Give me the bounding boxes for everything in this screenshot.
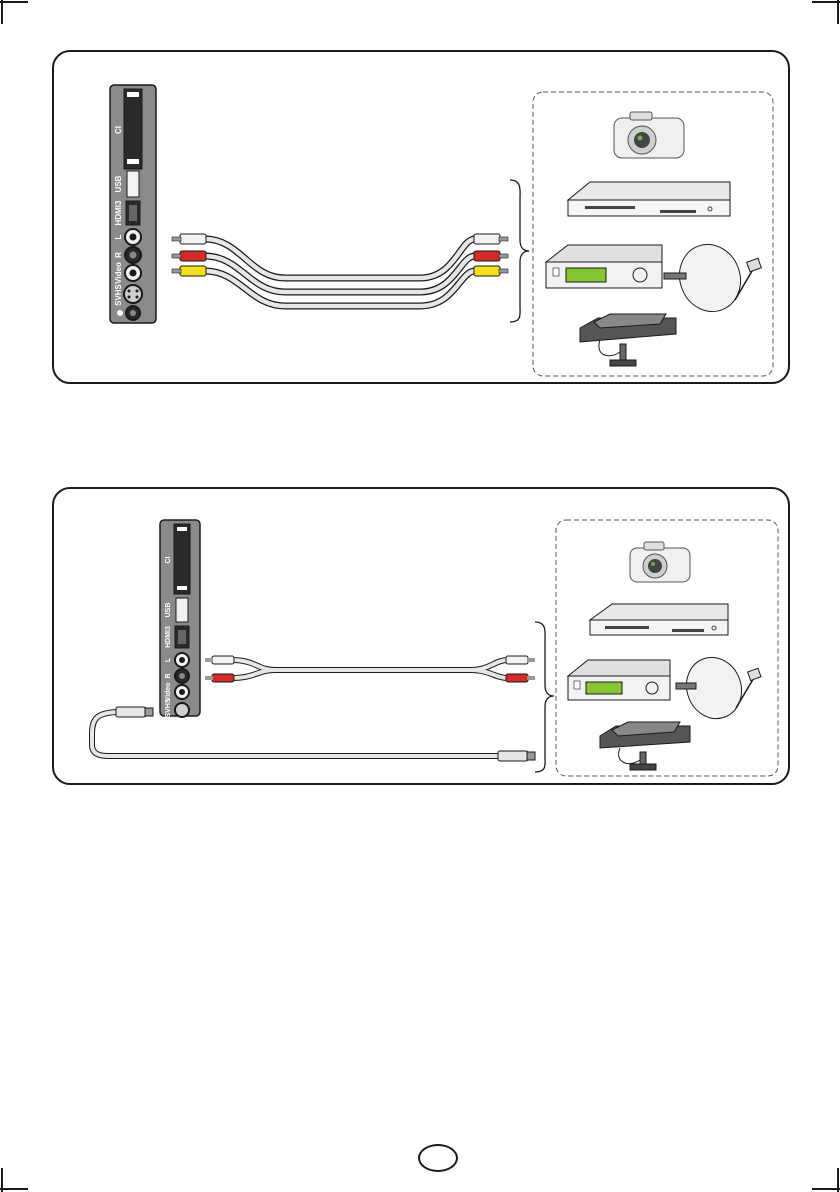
port-label-ci: CI bbox=[114, 126, 123, 134]
port-label-hdmi: HDMI3 bbox=[165, 626, 172, 648]
port-label-svhs: SVHS bbox=[165, 698, 172, 717]
port-label-svhs: SVHS bbox=[114, 283, 123, 305]
set-top-box-icon bbox=[600, 722, 690, 770]
rca-plug-white-right bbox=[506, 656, 535, 664]
satellite-dish-icon bbox=[676, 650, 761, 727]
headphone-icon bbox=[117, 310, 123, 316]
satellite-receiver-icon bbox=[568, 660, 670, 700]
port-label-usb: USB bbox=[114, 175, 123, 192]
diagram-svhs: CI USB HDMI3 L R Video SVHS bbox=[0, 480, 840, 800]
camera-icon bbox=[614, 112, 684, 158]
rca-plug-yellow-right bbox=[474, 266, 508, 276]
satellite-dish-icon bbox=[664, 236, 761, 320]
page-number-badge bbox=[418, 1144, 458, 1172]
rca-plug-white-right bbox=[474, 234, 508, 244]
rca-plug-red-right bbox=[506, 674, 535, 682]
diagram-av: CI USB HDMI3 L R Video SVHS bbox=[0, 0, 840, 400]
tv-side-panel: CI USB HDMI3 L R Video SVHS bbox=[110, 85, 156, 323]
port-label-l: L bbox=[114, 234, 123, 239]
rca-plug-white-left bbox=[205, 656, 234, 664]
tv-side-panel: CI USB HDMI3 L R Video SVHS bbox=[160, 520, 200, 718]
rca-plug-red-right bbox=[474, 251, 508, 261]
rca-plug-white-left bbox=[172, 234, 206, 244]
dvd-player-icon bbox=[590, 604, 728, 635]
dvd-player-icon bbox=[568, 182, 730, 216]
port-label-r: R bbox=[165, 673, 172, 678]
port-label-usb: USB bbox=[165, 603, 172, 618]
rca-plug-yellow-left bbox=[172, 266, 206, 276]
port-label-video: Video bbox=[114, 262, 123, 284]
rca-plug-red-left bbox=[205, 674, 234, 682]
svhs-cable bbox=[92, 707, 535, 761]
port-label-ci: CI bbox=[165, 556, 172, 563]
rca-plug-red-left bbox=[172, 251, 206, 261]
port-label-hdmi: HDMI3 bbox=[114, 200, 123, 225]
camera-icon bbox=[630, 542, 690, 582]
rca-cable-3 bbox=[172, 234, 508, 306]
svhs-plug-right bbox=[498, 751, 535, 761]
svhs-plug-left bbox=[116, 707, 153, 717]
bracket bbox=[535, 622, 554, 772]
port-label-r: R bbox=[114, 252, 123, 258]
set-top-box-icon bbox=[580, 314, 676, 366]
port-label-l: L bbox=[165, 657, 172, 662]
bracket bbox=[510, 180, 529, 322]
satellite-receiver-icon bbox=[546, 245, 662, 288]
rca-cable-2 bbox=[205, 656, 535, 682]
